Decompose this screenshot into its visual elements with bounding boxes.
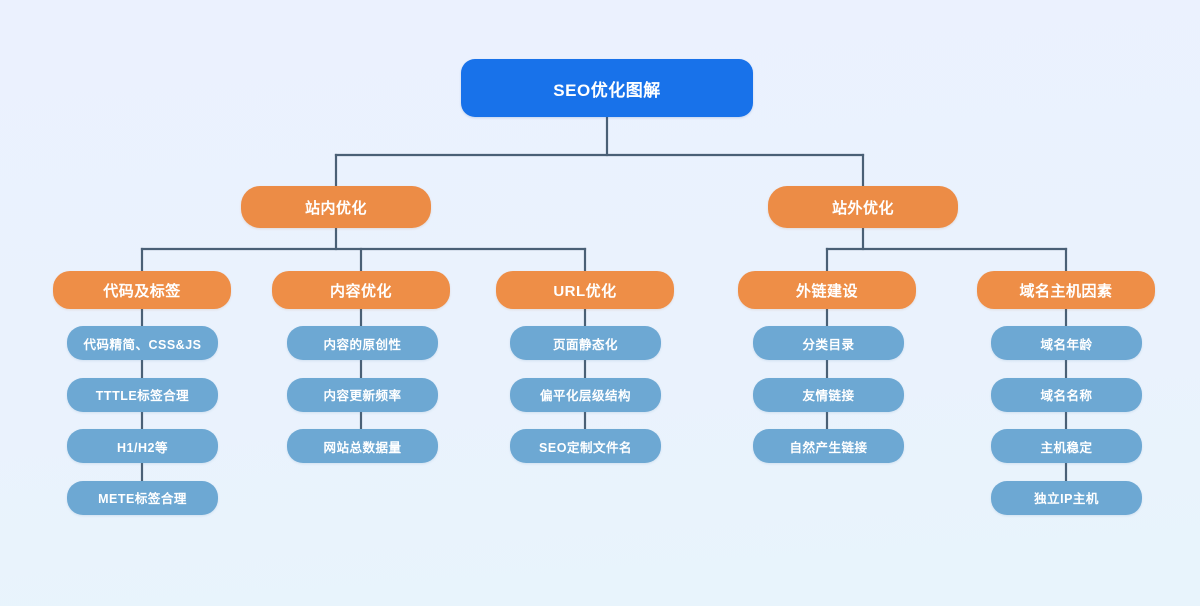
node-branch-0[interactable]: 站内优化: [241, 186, 431, 228]
node-leaf-1-0[interactable]: 内容的原创性: [287, 326, 438, 360]
node-category-3[interactable]: 外链建设: [738, 271, 916, 309]
node-leaf-4-2[interactable]: 主机稳定: [991, 429, 1142, 463]
node-leaf-3-2[interactable]: 自然产生链接: [753, 429, 904, 463]
node-leaf-1-2[interactable]: 网站总数据量: [287, 429, 438, 463]
node-leaf-0-1[interactable]: TTTLE标签合理: [67, 377, 218, 412]
node-leaf-3-0[interactable]: 分类目录: [753, 326, 904, 360]
node-leaf-2-1[interactable]: 偏平化层级结构: [510, 377, 661, 412]
node-leaf-1-1[interactable]: 内容更新频率: [287, 377, 438, 412]
node-leaf-4-3[interactable]: 独立IP主机: [991, 480, 1142, 515]
node-leaf-0-2[interactable]: H1/H2等: [67, 429, 218, 463]
node-leaf-2-2[interactable]: SEO定制文件名: [510, 429, 661, 463]
node-leaf-4-0[interactable]: 域名年龄: [991, 326, 1142, 360]
node-category-4[interactable]: 域名主机因素: [977, 271, 1155, 309]
node-leaf-0-0[interactable]: 代码精简、CSS&JS: [67, 326, 218, 360]
node-branch-1[interactable]: 站外优化: [768, 186, 958, 228]
node-leaf-3-1[interactable]: 友情链接: [753, 377, 904, 412]
node-category-0[interactable]: 代码及标签: [53, 271, 231, 309]
node-category-1[interactable]: 内容优化: [272, 271, 450, 309]
node-leaf-2-0[interactable]: 页面静态化: [510, 326, 661, 360]
node-leaf-0-3[interactable]: METE标签合理: [67, 480, 218, 515]
node-root[interactable]: SEO优化图解: [461, 59, 753, 117]
node-category-2[interactable]: URL优化: [496, 271, 674, 309]
node-leaf-4-1[interactable]: 域名名称: [991, 377, 1142, 412]
